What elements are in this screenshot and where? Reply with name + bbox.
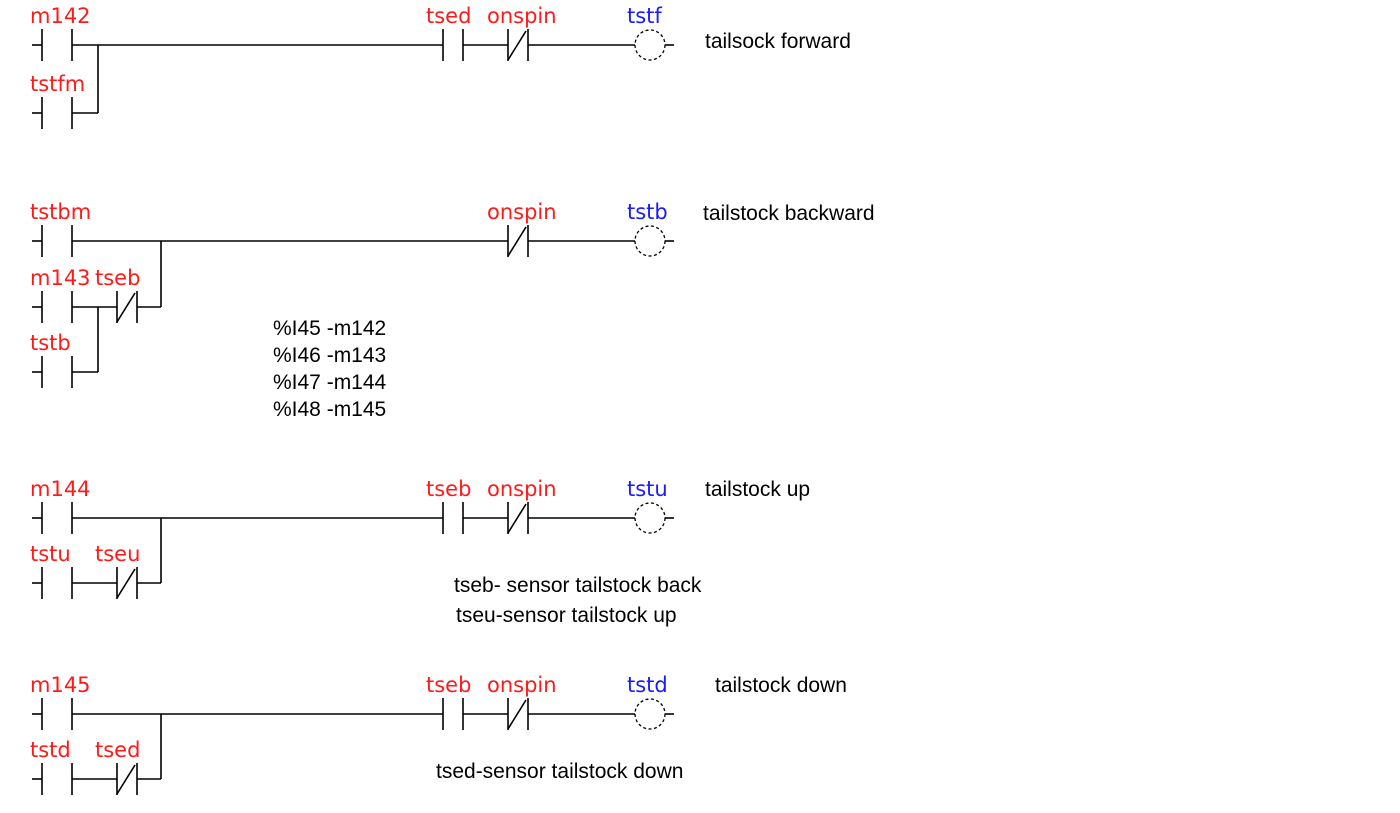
- series-contact-label: onspin: [487, 673, 557, 697]
- rung-3-comment: tailstock up: [705, 478, 811, 501]
- contact-label: tseb: [95, 266, 140, 290]
- coil-label: tstu: [627, 477, 668, 501]
- output-coil: [634, 502, 666, 534]
- sensor-notes-1: tseb- sensor tailstock back tseu-sensor …: [454, 571, 701, 631]
- coil-label: tstf: [627, 4, 662, 28]
- contact-label: m142: [30, 4, 91, 28]
- io-map-line: %I48 -m145: [273, 398, 387, 421]
- contact-label: tseu: [95, 542, 140, 566]
- contact-label: tsed: [95, 738, 140, 762]
- output-coil: [634, 225, 666, 257]
- rung-4-comment: tailstock down: [715, 674, 847, 697]
- contact-label: tstu: [30, 542, 71, 566]
- series-contact-label: onspin: [487, 200, 557, 224]
- contact-label: tstd: [30, 738, 71, 762]
- series-contact-label: onspin: [487, 477, 557, 501]
- contact-nc-slash: [507, 226, 527, 257]
- contact-nc-slash: [116, 764, 136, 795]
- contact-nc-slash: [507, 30, 527, 61]
- contact-nc-slash: [507, 699, 527, 730]
- contact-label: m145: [30, 673, 91, 697]
- coil-label: tstb: [627, 200, 668, 224]
- contact-label: m143: [30, 266, 91, 290]
- io-map-line: %I45 -m142: [273, 317, 387, 340]
- sensor-note-line: tseb- sensor tailstock back: [454, 574, 702, 597]
- series-contact-label: tseb: [426, 477, 471, 501]
- rung-2-comment: tailstock backward: [703, 202, 875, 225]
- series-contact-label: onspin: [487, 4, 557, 28]
- sensor-notes-2: tsed-sensor tailstock down: [436, 758, 683, 785]
- io-map-line: %I47 -m144: [273, 371, 387, 394]
- contact-label: tstbm: [30, 200, 91, 224]
- sensor-note-line: tseu-sensor tailstock up: [456, 604, 677, 627]
- series-contact-label: tsed: [426, 4, 471, 28]
- contact-nc-slash: [116, 292, 136, 323]
- contact-nc-slash: [116, 568, 136, 599]
- contact-label: tstb: [30, 331, 71, 355]
- sensor-note-line: tsed-sensor tailstock down: [436, 760, 684, 783]
- series-contact-label: tseb: [426, 673, 471, 697]
- coil-label: tstd: [627, 673, 668, 697]
- io-map-notes: %I45 -m142 %I46 -m143 %I47 -m144 %I48 -m…: [273, 315, 386, 423]
- output-coil: [634, 29, 666, 61]
- contact-label: tstfm: [30, 72, 85, 96]
- rung-1-comment: tailsock forward: [705, 30, 851, 53]
- io-map-line: %I46 -m143: [273, 344, 387, 367]
- contact-label: m144: [30, 477, 91, 501]
- output-coil: [634, 698, 666, 730]
- contact-nc-slash: [507, 503, 527, 534]
